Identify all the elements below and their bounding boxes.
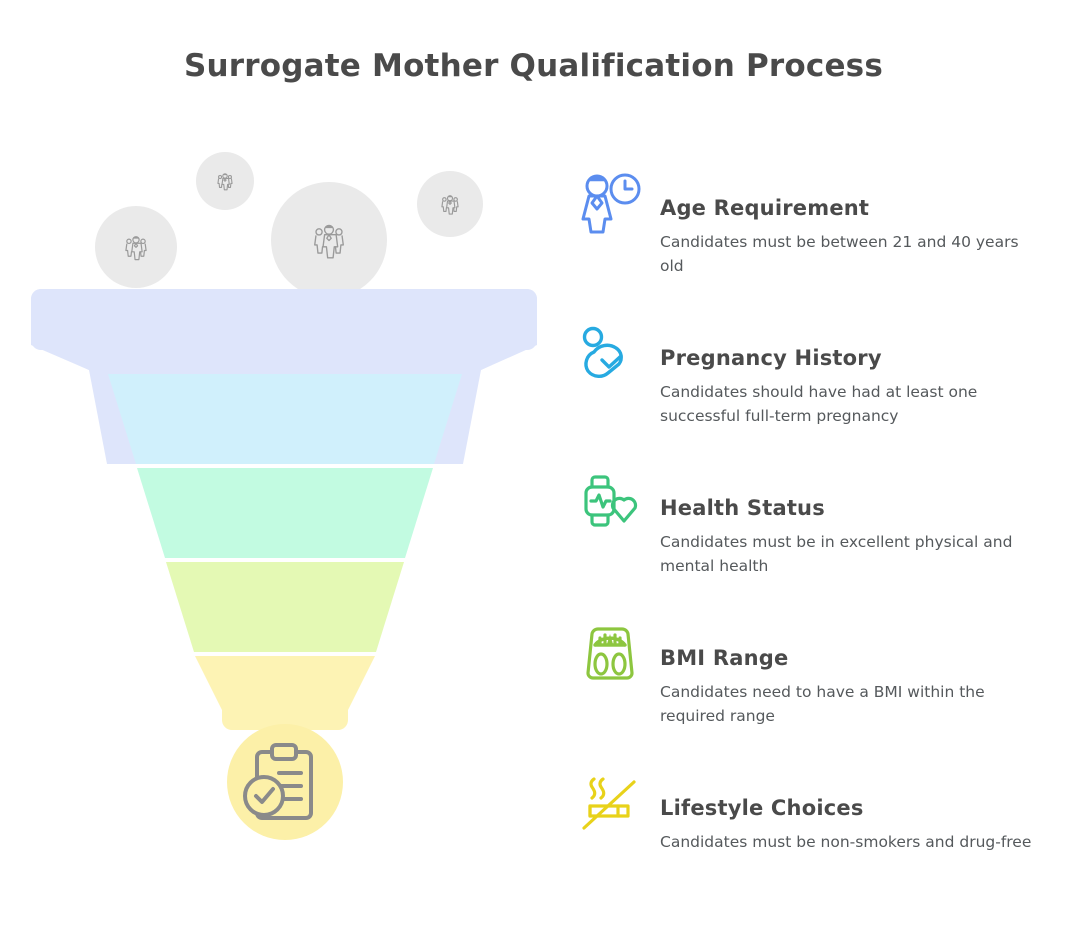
- funnel-band-bmi: [166, 562, 404, 652]
- crowd-marker-1: [95, 206, 177, 288]
- funnel-graphic: [31, 152, 537, 840]
- criteria-title: Health Status: [660, 496, 825, 520]
- people-group-icon: [125, 236, 147, 261]
- criteria-description: Candidates must be non-smokers and drug-…: [660, 833, 1032, 851]
- funnel-band-pregnancy-b: [108, 374, 462, 464]
- criteria-item-pregnancy-history[interactable]: Pregnancy History Candidates should have…: [578, 318, 1058, 468]
- crowd-marker-4: [417, 171, 483, 237]
- person-clock-icon: [581, 173, 641, 234]
- funnel-band-lifestyle: [195, 656, 375, 730]
- page-title: Surrogate Mother Qualification Process: [184, 48, 883, 84]
- criteria-title: Pregnancy History: [660, 346, 882, 370]
- qualification-funnel: [0, 130, 570, 860]
- no-smoking-icon: [582, 777, 636, 830]
- funnel-band-age-body: [31, 289, 537, 370]
- funnel-outcome: [227, 724, 343, 840]
- criteria-item-age-requirement[interactable]: Age Requirement Candidates must be betwe…: [578, 168, 1058, 318]
- criteria-title: Age Requirement: [660, 196, 870, 220]
- criteria-description: Candidates should have had at least one …: [660, 383, 978, 425]
- criteria-description: Candidates need to have a BMI within the…: [660, 683, 985, 725]
- people-group-icon: [441, 195, 459, 215]
- people-group-icon: [217, 173, 233, 191]
- people-group-icon: [314, 224, 344, 259]
- crowd-marker-3: [271, 182, 387, 298]
- crowd-marker-2: [196, 152, 254, 210]
- criteria-list: Age Requirement Candidates must be betwe…: [578, 168, 1058, 918]
- criteria-title: BMI Range: [660, 646, 789, 670]
- weight-scale-icon: [586, 627, 634, 680]
- criteria-description: Candidates must be between 21 and 40 yea…: [660, 233, 1019, 275]
- criteria-item-health-status[interactable]: Health Status Candidates must be in exce…: [578, 468, 1058, 618]
- funnel-band-health: [137, 468, 433, 558]
- clipboard-check-icon: [243, 743, 313, 820]
- criteria-title: Lifestyle Choices: [660, 796, 864, 820]
- smartwatch-heart-icon: [584, 475, 638, 527]
- criteria-item-lifestyle-choices[interactable]: Lifestyle Choices Candidates must be non…: [578, 768, 1058, 918]
- criteria-description: Candidates must be in excellent physical…: [660, 533, 1013, 575]
- criteria-item-bmi-range[interactable]: BMI Range Candidates need to have a BMI …: [578, 618, 1058, 768]
- pregnancy-icon: [582, 326, 623, 378]
